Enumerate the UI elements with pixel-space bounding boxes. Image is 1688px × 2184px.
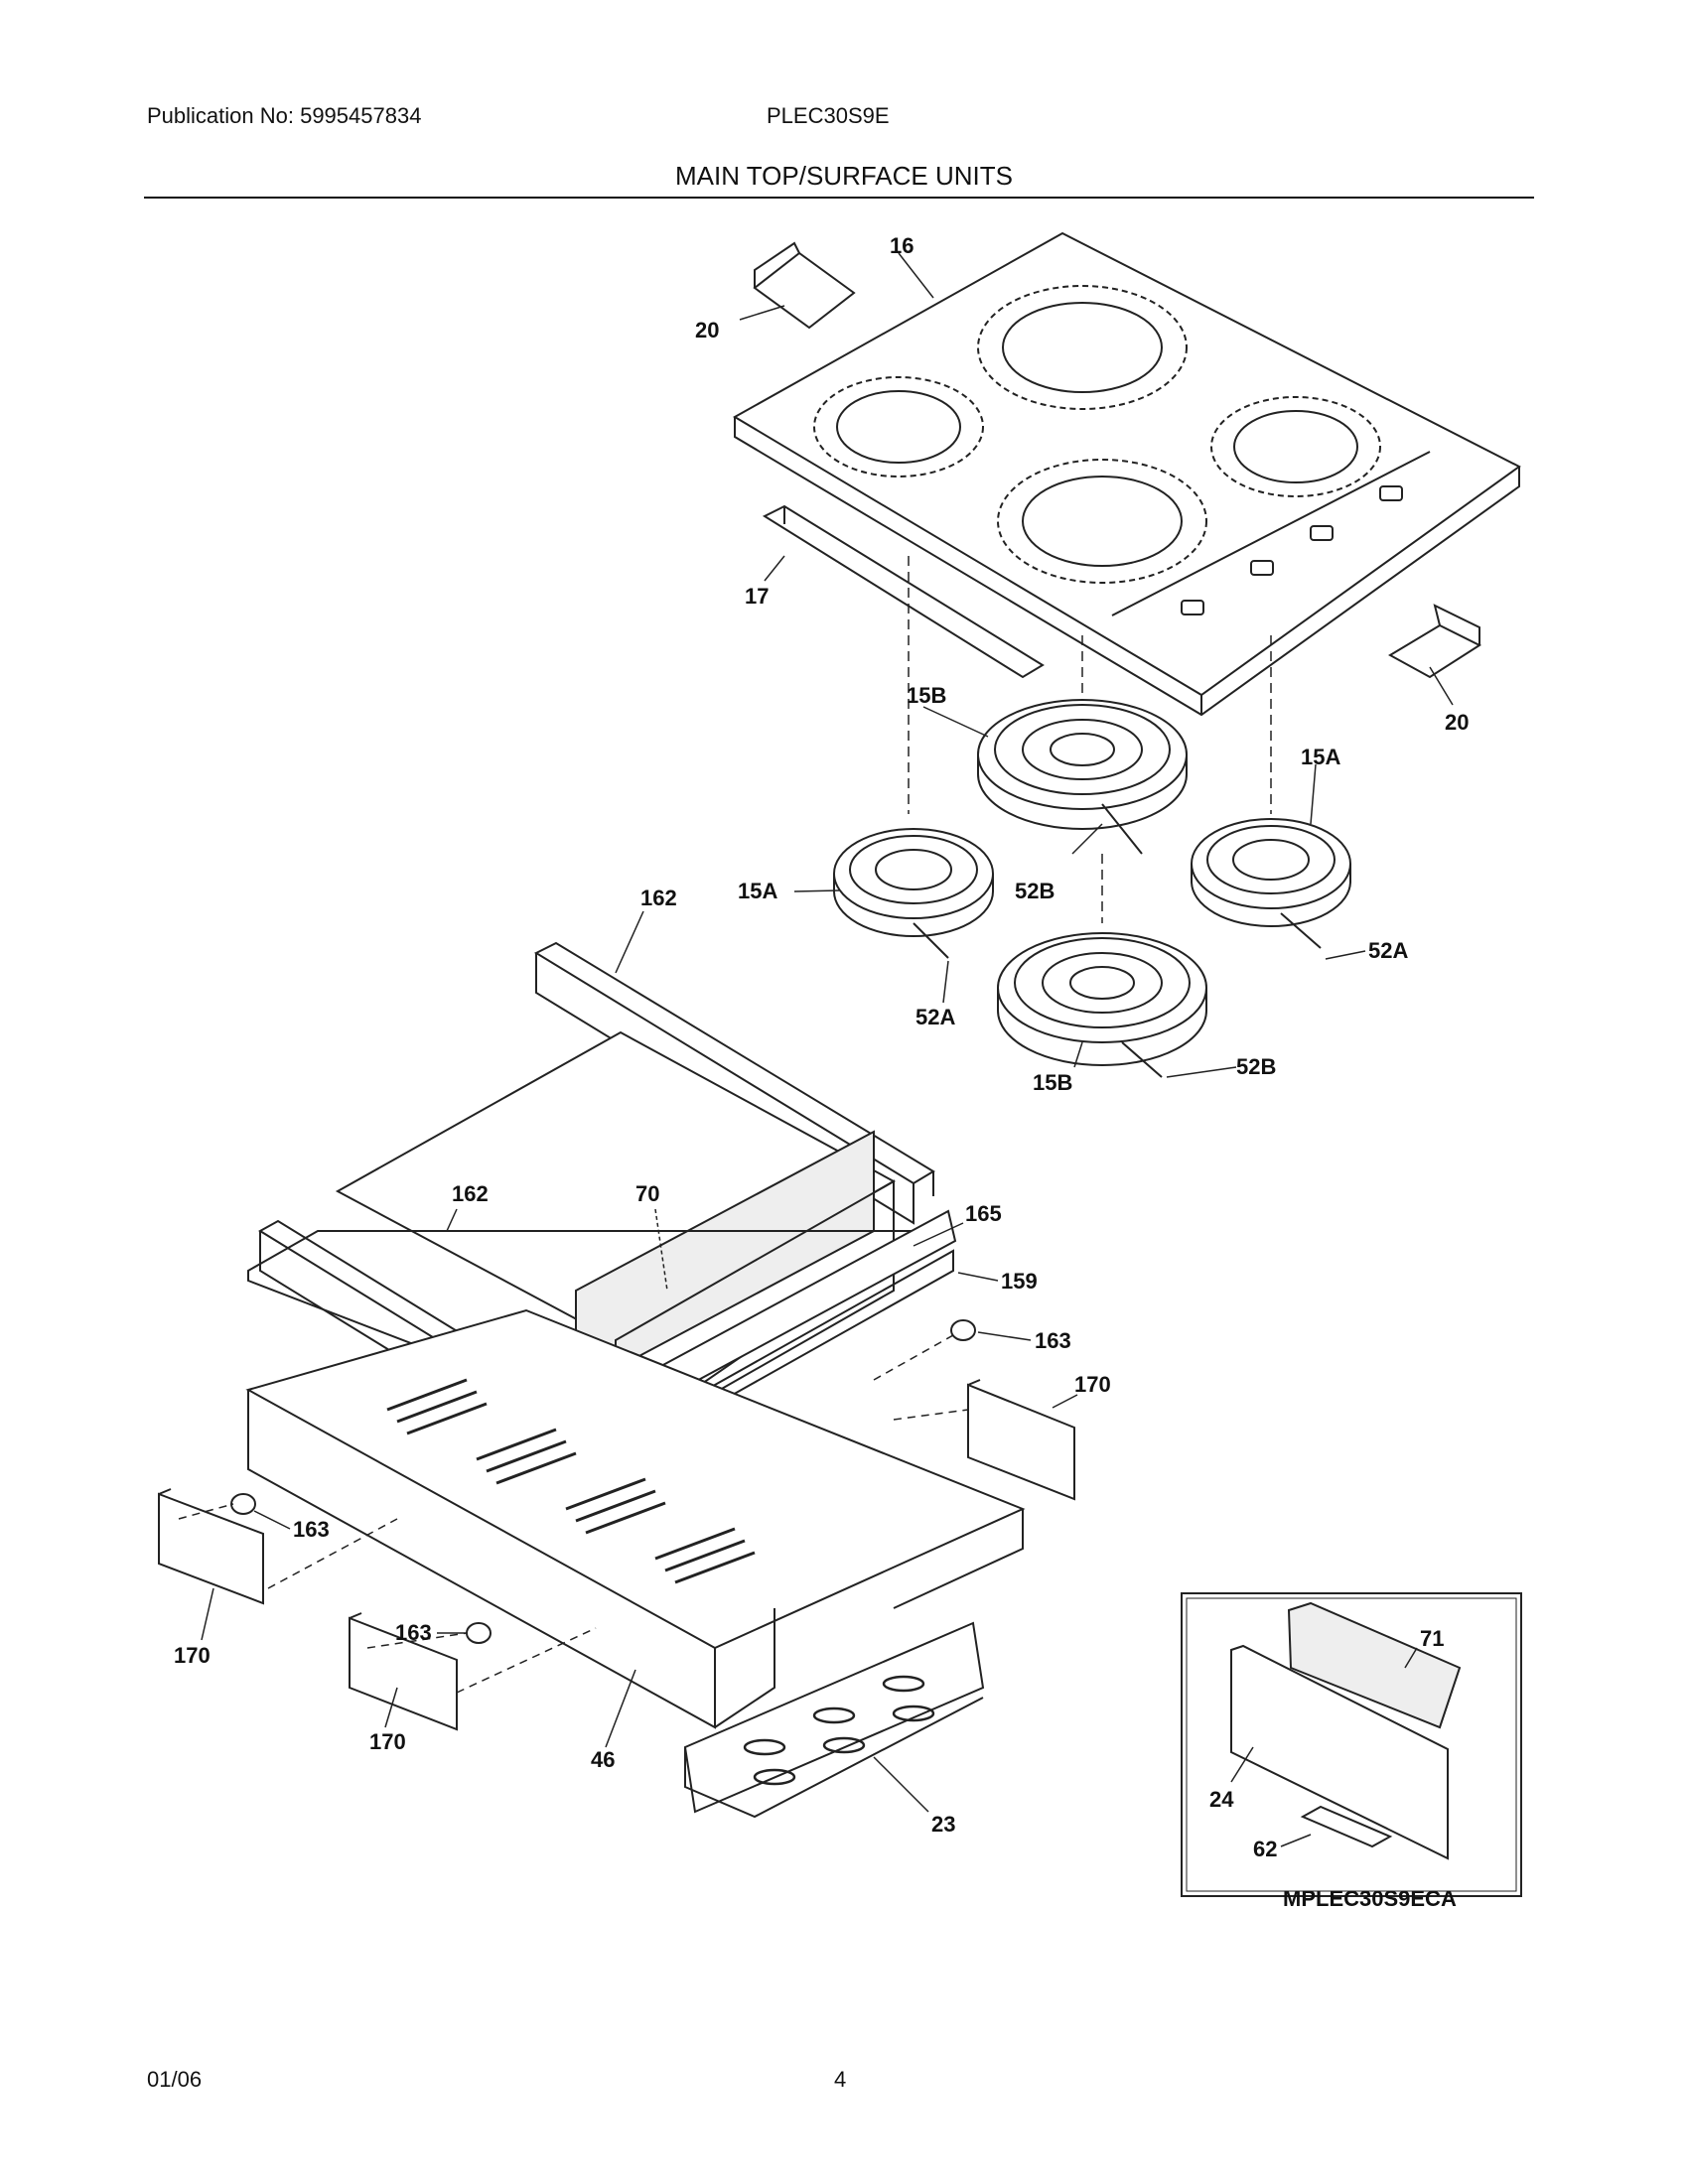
clip-52a-left — [913, 922, 949, 959]
label-part-170-mid: 170 — [369, 1729, 406, 1754]
clip-52b-bottom — [1121, 1041, 1163, 1078]
label-part-162-mid: 162 — [452, 1181, 489, 1206]
label-part-24: 24 — [1209, 1787, 1234, 1812]
panel-23 — [683, 1621, 985, 1819]
publication-number: Publication No: 5995457834 — [147, 103, 422, 128]
label-part-52a-left: 52A — [915, 1005, 955, 1029]
label-part-163-mid: 163 — [395, 1620, 432, 1645]
element-15b-bottom — [997, 932, 1207, 1066]
label-part-20-top: 20 — [695, 318, 719, 342]
label-part-16: 16 — [890, 233, 914, 258]
label-part-52b-mid: 52B — [1015, 879, 1055, 903]
clip-52b-mid — [1101, 803, 1143, 855]
label-part-15a-left: 15A — [738, 879, 777, 903]
label-part-23: 23 — [931, 1812, 955, 1837]
label-part-15b-bottom: 15B — [1033, 1070, 1072, 1095]
bracket-20-right — [1387, 604, 1482, 679]
label-part-15b-top: 15B — [907, 683, 946, 708]
element-15a-left — [833, 828, 994, 937]
label-part-162-top: 162 — [640, 886, 677, 910]
inset-diagram-code: MPLEC30S9ECA — [1283, 1886, 1457, 1911]
element-15a-right — [1191, 818, 1351, 927]
label-part-62: 62 — [1253, 1837, 1277, 1861]
strip-17 — [762, 504, 1045, 679]
panel-170-mid — [349, 1612, 458, 1731]
label-part-52b-bottom: 52B — [1236, 1054, 1276, 1079]
tray-assembly — [335, 1030, 897, 1451]
label-part-71: 71 — [1420, 1626, 1444, 1651]
grommet-163-left — [230, 1493, 256, 1515]
title-rule — [144, 197, 1534, 199]
label-part-20-right: 20 — [1445, 710, 1469, 735]
label-part-70: 70 — [635, 1181, 659, 1206]
panel-170-right — [967, 1379, 1075, 1501]
cooktop-glass — [733, 231, 1521, 717]
housing-46 — [245, 1308, 1026, 1729]
footer-date: 01/06 — [147, 2067, 203, 2092]
label-part-170-right: 170 — [1074, 1372, 1111, 1397]
label-part-15a-top: 15A — [1301, 745, 1340, 769]
label-part-52a-right: 52A — [1368, 938, 1408, 963]
page-number: 4 — [834, 2067, 847, 2092]
label-part-163-left: 163 — [293, 1517, 330, 1542]
label-part-163-right: 163 — [1035, 1328, 1071, 1353]
bracket-20-top — [753, 241, 856, 330]
label-part-46: 46 — [591, 1747, 615, 1772]
inset-box — [1181, 1592, 1522, 1897]
grommet-163-right — [950, 1319, 976, 1341]
model-number: PLEC30S9E — [767, 103, 890, 128]
panel-170-left — [158, 1488, 264, 1605]
label-part-170-left: 170 — [174, 1643, 211, 1668]
grommet-163-mid — [466, 1622, 492, 1644]
label-part-159: 159 — [1001, 1269, 1038, 1294]
label-part-17: 17 — [745, 584, 769, 609]
element-15b-top — [977, 699, 1188, 830]
clip-52a-right — [1280, 912, 1322, 949]
label-part-165: 165 — [965, 1201, 1002, 1226]
section-title: MAIN TOP/SURFACE UNITS — [675, 161, 1013, 191]
